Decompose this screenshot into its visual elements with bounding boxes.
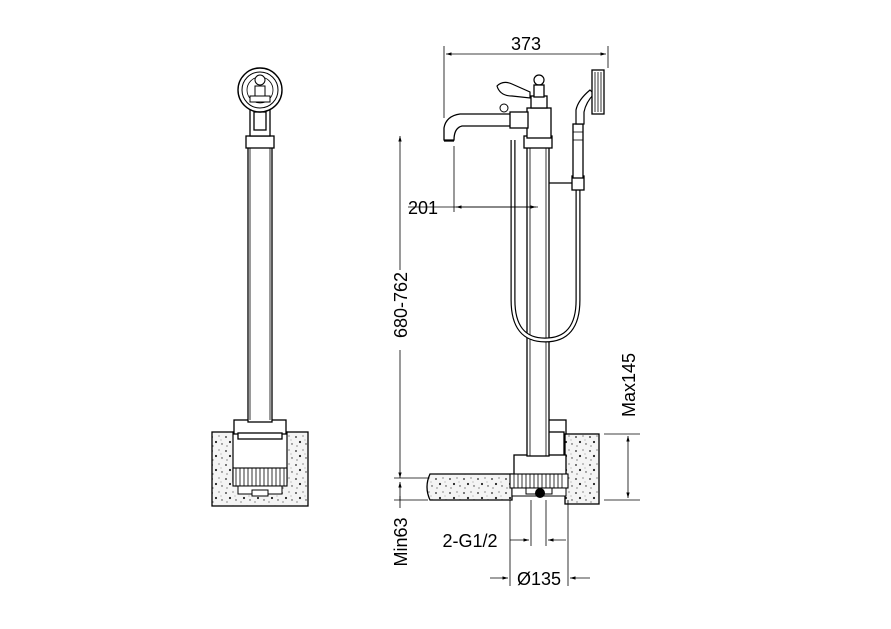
floor-block-right [564, 433, 600, 505]
dim-connection: 2-G1/2 [442, 500, 566, 551]
column-left [247, 145, 273, 423]
lever-handle [496, 81, 531, 99]
base-fins-left [232, 467, 288, 497]
dim-spout-reach: 201 [408, 146, 538, 218]
dim-max-depth: Max145 [604, 353, 640, 501]
label-max-depth: Max145 [619, 353, 639, 417]
label-spout-reach: 201 [408, 198, 438, 218]
front-view [426, 69, 605, 505]
dim-base-diameter: Ø135 [490, 500, 590, 589]
dim-height: 680-762 [391, 136, 428, 479]
floor-slab [426, 473, 513, 501]
spout [443, 113, 513, 141]
label-base-diameter: Ø135 [517, 569, 561, 589]
base-fins-right [509, 473, 569, 498]
dim-total-width: 373 [443, 34, 609, 118]
side-view [211, 67, 309, 507]
label-min-depth: Min63 [391, 517, 411, 566]
dim-min-depth: Min63 [391, 482, 428, 567]
label-total-width: 373 [511, 34, 541, 54]
label-connection: 2-G1/2 [442, 531, 497, 551]
label-height: 680-762 [391, 272, 411, 338]
